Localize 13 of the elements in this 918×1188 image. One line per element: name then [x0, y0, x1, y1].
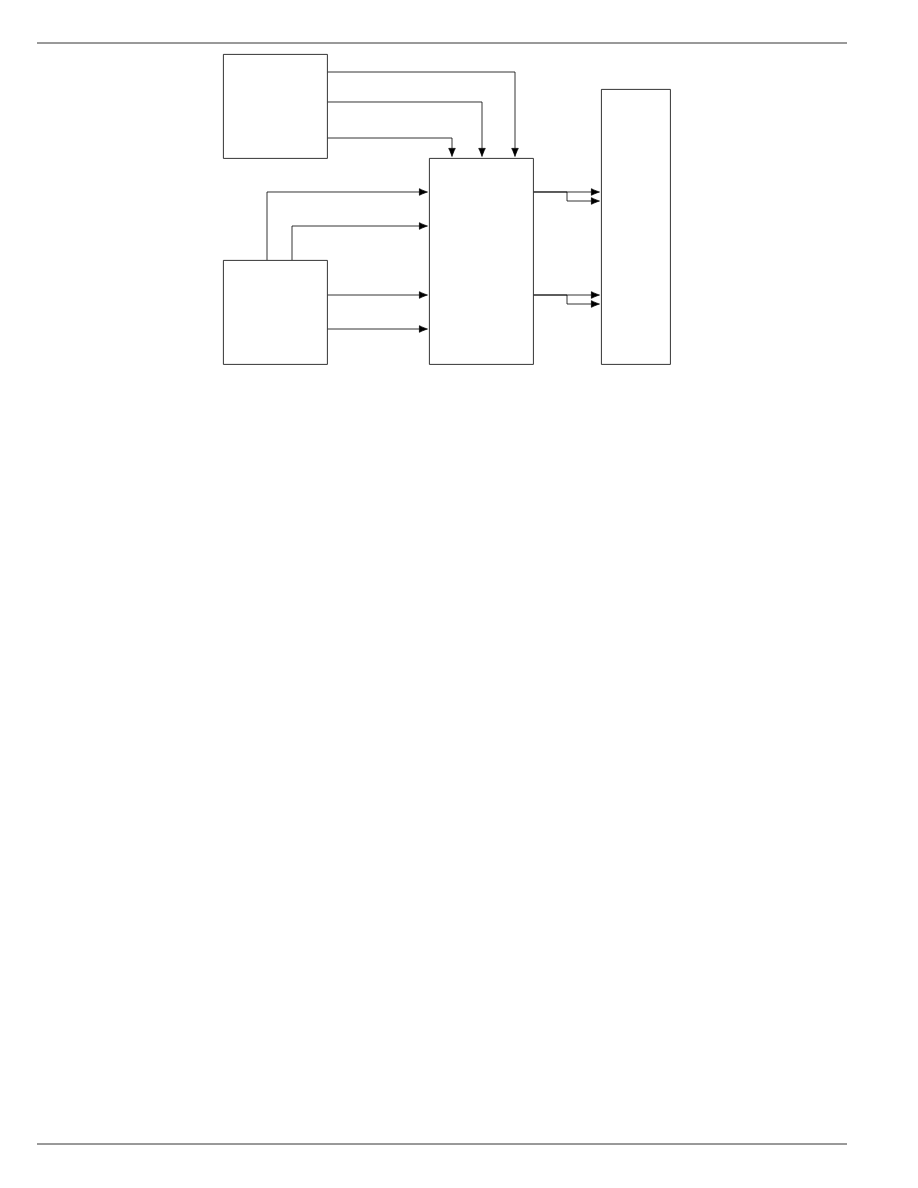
arrow: [291, 222, 428, 261]
arrow: [327, 71, 519, 157]
arrow: [327, 325, 428, 333]
arrow: [327, 101, 486, 157]
arrow: [327, 137, 456, 157]
arrow: [327, 291, 428, 299]
arrow: [533, 191, 600, 205]
block-box: [223, 54, 328, 159]
block-box: [223, 260, 328, 365]
arrow: [266, 188, 428, 261]
block-box: [601, 89, 671, 365]
arrow: [533, 294, 600, 308]
block-box: [429, 158, 534, 365]
